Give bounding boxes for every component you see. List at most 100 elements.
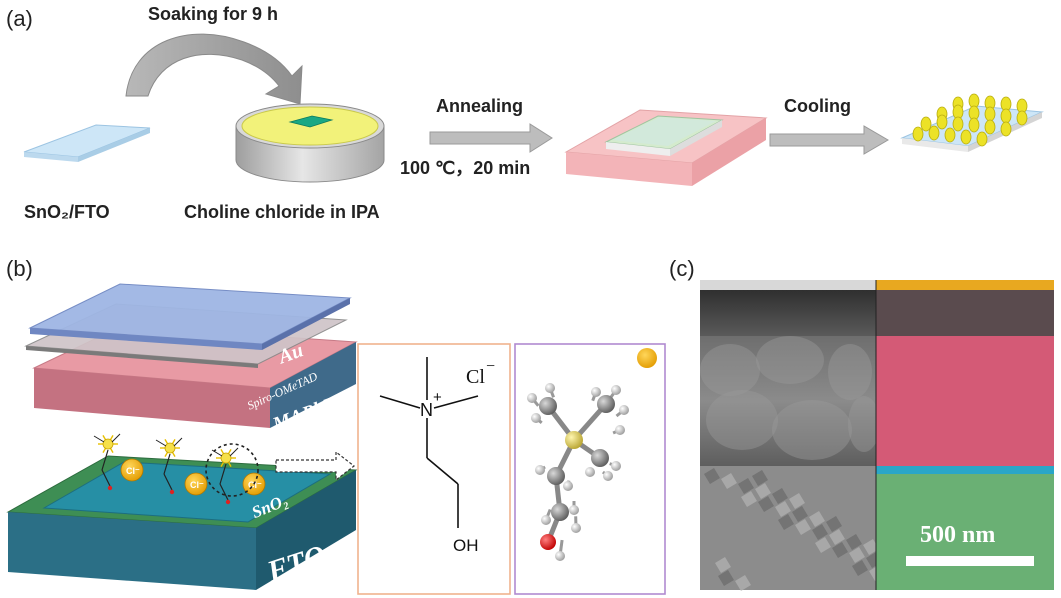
fto-crystal bbox=[704, 468, 720, 484]
fto-crystal bbox=[809, 511, 825, 527]
hydrogen-atom bbox=[555, 551, 565, 561]
choline-dot bbox=[920, 116, 932, 132]
hydrogen-atom bbox=[585, 467, 595, 477]
fto-crystal bbox=[792, 506, 808, 522]
au-layer bbox=[28, 283, 352, 350]
choline-chain bbox=[219, 463, 227, 485]
annealing-condition: 100 ℃，20 min bbox=[400, 158, 530, 178]
hydrogen-atom bbox=[531, 413, 541, 423]
fto-crystal bbox=[775, 501, 791, 517]
nitrogen-center bbox=[102, 438, 114, 450]
soaking-arrow bbox=[125, 33, 303, 105]
perovskite-grain bbox=[700, 344, 760, 396]
choline-dot bbox=[968, 117, 980, 133]
choline-dot bbox=[912, 126, 924, 142]
hydrogen-atom bbox=[563, 481, 573, 491]
choline-dot bbox=[1016, 110, 1028, 126]
chloride-label: Cl⁻ bbox=[190, 480, 204, 490]
fto-crystal bbox=[715, 557, 731, 573]
panel-c-label: (c) bbox=[669, 256, 695, 281]
choline-dot bbox=[984, 119, 996, 135]
fto-crystal bbox=[735, 575, 751, 591]
choline-chain bbox=[219, 483, 229, 501]
choline-chain bbox=[101, 449, 109, 471]
hydrogen-atom bbox=[611, 385, 621, 395]
substrate-label: SnO₂/FTO bbox=[24, 202, 110, 222]
hydrogen-atom bbox=[611, 461, 621, 471]
nitrogen-center bbox=[220, 452, 232, 464]
oxygen-atom bbox=[107, 485, 113, 491]
nitrogen-center bbox=[164, 442, 176, 454]
structural-formula-box bbox=[357, 343, 511, 595]
petri-dish bbox=[235, 103, 385, 183]
choline-chain bbox=[101, 469, 111, 487]
fto-crystal bbox=[755, 483, 771, 499]
oxygen-atom-ball bbox=[540, 534, 556, 550]
choline-chain bbox=[163, 453, 171, 475]
fto-crystal bbox=[863, 539, 879, 555]
fto-crystal bbox=[846, 534, 862, 550]
perovskite-grain bbox=[772, 400, 852, 460]
hydrogen-atom bbox=[569, 505, 579, 515]
choline-dot bbox=[928, 125, 940, 141]
chloride-ion bbox=[184, 472, 208, 496]
hydrogen-atom bbox=[615, 425, 625, 435]
hydrogen-atom bbox=[535, 465, 545, 475]
counter-ion: Cl bbox=[466, 366, 485, 388]
choline-dot bbox=[1000, 121, 1012, 137]
hydrogen-atom bbox=[527, 393, 537, 403]
fto-crystal bbox=[829, 529, 845, 545]
fto-crystal bbox=[815, 537, 831, 553]
structural-formula bbox=[379, 357, 479, 528]
fto-crystal bbox=[738, 478, 754, 494]
solution-label: Choline chloride in IPA bbox=[184, 202, 380, 222]
choline-dot bbox=[976, 131, 988, 147]
fto-crystal bbox=[832, 542, 848, 558]
fto-crystal bbox=[852, 560, 868, 576]
scale-bar-label: 500 nm bbox=[920, 522, 995, 548]
chloride-label: Cl⁻ bbox=[126, 466, 140, 476]
choline-dots bbox=[912, 93, 1028, 147]
cooling-arrow bbox=[769, 125, 889, 155]
fto-crystal bbox=[772, 488, 788, 504]
choline-dot bbox=[952, 116, 964, 132]
carbon-atom bbox=[547, 467, 565, 485]
choline-dot bbox=[984, 106, 996, 122]
hydrogen-atom bbox=[619, 405, 629, 415]
choline-chain bbox=[163, 473, 173, 491]
annealing-arrow bbox=[429, 123, 553, 153]
hydrogen-atom bbox=[571, 523, 581, 533]
soaking-label: Soaking for 9 h bbox=[148, 4, 278, 24]
methyl-bond bbox=[93, 435, 105, 443]
choline-adsorbates: Cl⁻ Cl⁻ Cl⁻ bbox=[93, 433, 266, 505]
fto-crystal bbox=[778, 514, 794, 530]
carbon-atom bbox=[551, 503, 569, 521]
fto-crystal bbox=[718, 570, 734, 586]
fto-crystal bbox=[758, 496, 774, 512]
methyl-bond bbox=[211, 449, 223, 457]
choline-dot bbox=[1000, 108, 1012, 124]
zoom-circle bbox=[205, 443, 259, 497]
sem-image bbox=[700, 280, 1054, 591]
annealing-label: Annealing bbox=[436, 96, 523, 116]
choline-dot bbox=[936, 114, 948, 130]
counter-ion-charge: − bbox=[486, 358, 495, 375]
fto-crystal bbox=[795, 519, 811, 535]
chloride-label: Cl⁻ bbox=[248, 480, 262, 490]
perovskite-grain bbox=[828, 344, 872, 400]
zoom-arrow bbox=[275, 450, 355, 482]
choline-dot bbox=[960, 129, 972, 145]
perovskite-grain bbox=[848, 396, 880, 452]
carbon-atom bbox=[591, 449, 609, 467]
panel-a-label: (a) bbox=[6, 6, 33, 31]
carbon-atom bbox=[597, 395, 615, 413]
methyl-bond bbox=[111, 433, 121, 443]
fto-crystal bbox=[826, 516, 842, 532]
hydrogen-atom bbox=[591, 387, 601, 397]
chlorine-atom-ball bbox=[637, 348, 657, 368]
oxygen-atom bbox=[169, 489, 175, 495]
hydrogen-atom bbox=[541, 515, 551, 525]
hydrogen-atom bbox=[545, 383, 555, 393]
hot-plate bbox=[564, 109, 768, 186]
